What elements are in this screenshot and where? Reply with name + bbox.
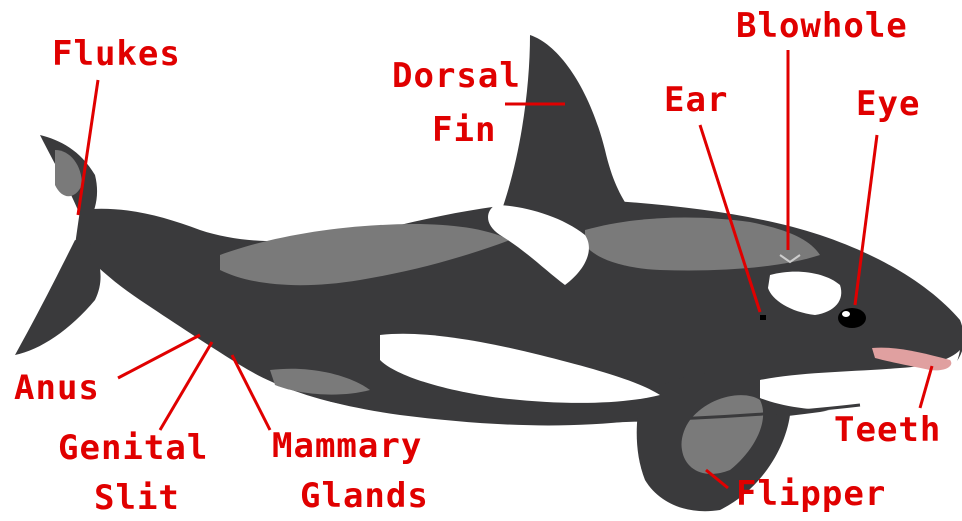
- label-anus: Anus: [14, 370, 100, 406]
- label-dorsal-fin-line2: Fin: [432, 112, 496, 148]
- ear-mark: [760, 315, 766, 320]
- eye-glint: [842, 311, 850, 317]
- label-eye: Eye: [856, 86, 920, 122]
- label-blowhole: Blowhole: [736, 8, 908, 44]
- label-genital-slit-line1: Genital: [58, 430, 208, 466]
- label-mammary-glands-line1: Mammary: [272, 428, 422, 464]
- leader-genital-slit: [160, 342, 212, 430]
- label-flipper: Flipper: [736, 476, 886, 512]
- label-dorsal-fin-line1: Dorsal: [392, 58, 521, 94]
- label-genital-slit-line2: Slit: [94, 480, 180, 516]
- label-mammary-glands-line2: Glands: [300, 478, 429, 514]
- label-ear: Ear: [664, 82, 728, 118]
- label-teeth: Teeth: [834, 412, 941, 448]
- leader-anus: [118, 335, 200, 378]
- eye-icon: [838, 308, 866, 328]
- label-flukes: Flukes: [52, 36, 181, 72]
